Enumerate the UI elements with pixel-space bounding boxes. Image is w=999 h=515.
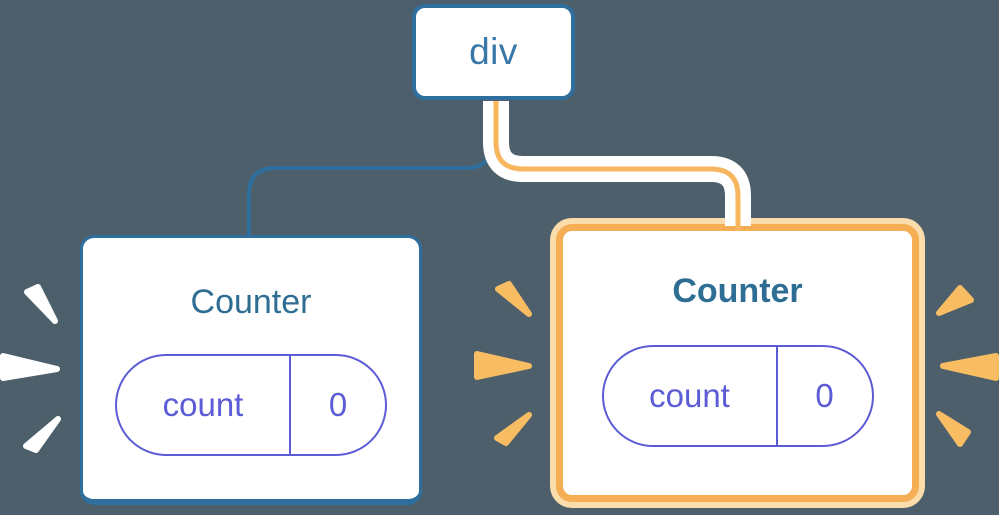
connector-casing [483,101,751,226]
root-node-div: div [412,4,575,100]
spark [936,285,974,316]
root-node-label: div [469,31,518,72]
state-key-right: count [604,347,778,445]
connector-div-to-left-counter [247,101,494,237]
spark [494,412,532,446]
state-pill-left: count 0 [115,354,387,456]
emphasis-sparks-right-card-inner [474,281,532,446]
state-value-right: 0 [815,377,834,414]
state-pill-right: count 0 [601,345,874,447]
spark [936,411,971,447]
connector-div-to-right-counter [483,101,751,231]
spark [940,353,999,381]
counter-title-left: Counter [190,283,312,321]
counter-card-left: Counter count 0 [80,235,422,505]
emphasis-sparks-right-card-outer [936,285,999,447]
spark [24,284,58,324]
spark [0,353,60,381]
emphasis-sparks-left-card [0,284,61,453]
state-value-left: 0 [328,386,348,423]
counter-title-right: Counter [672,272,803,310]
spark [23,416,61,453]
state-key-left: count [117,356,291,454]
connector-orange-line [493,101,741,231]
spark [495,281,532,317]
counter-card-right-highlighted: Counter count 0 [556,224,919,502]
spark [474,351,532,380]
